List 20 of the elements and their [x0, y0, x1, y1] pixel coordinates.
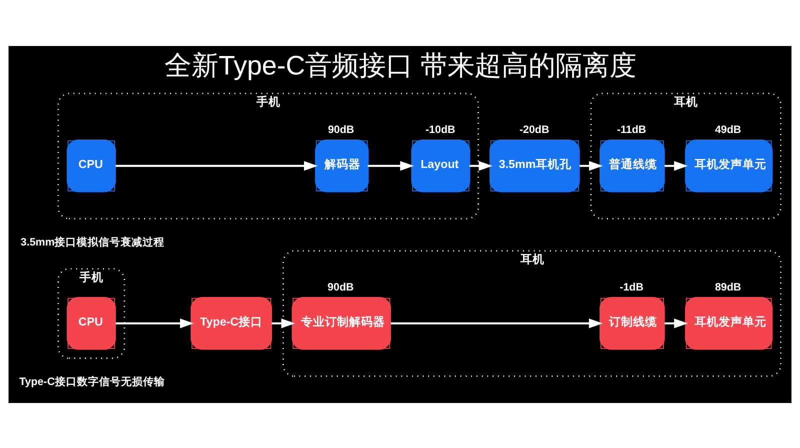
arrow	[664, 160, 688, 170]
node-label: 90dB	[328, 123, 354, 136]
node-label: -11dB	[616, 123, 646, 136]
diagram-title: 全新Type-C音频接口 带来超高的隔离度	[164, 50, 637, 80]
label: 3.5mm接口模拟信号衰减过程	[20, 236, 165, 248]
node-label: 49dB	[714, 123, 742, 136]
arrow	[116, 160, 318, 170]
arrow	[664, 318, 688, 328]
arrow	[390, 318, 603, 328]
node-label: 89dB	[714, 280, 742, 293]
arrow	[272, 318, 296, 328]
arrow	[469, 160, 493, 170]
arrow	[368, 160, 414, 170]
node-label: -10dB	[426, 123, 456, 136]
node-label: -1dB	[620, 280, 644, 293]
arrow	[116, 318, 194, 328]
node-label: -20dB	[519, 123, 550, 136]
label: Type-C接口数字信号无损传输	[19, 376, 165, 388]
arrow	[580, 160, 603, 170]
node-label: 90dB	[328, 280, 354, 293]
